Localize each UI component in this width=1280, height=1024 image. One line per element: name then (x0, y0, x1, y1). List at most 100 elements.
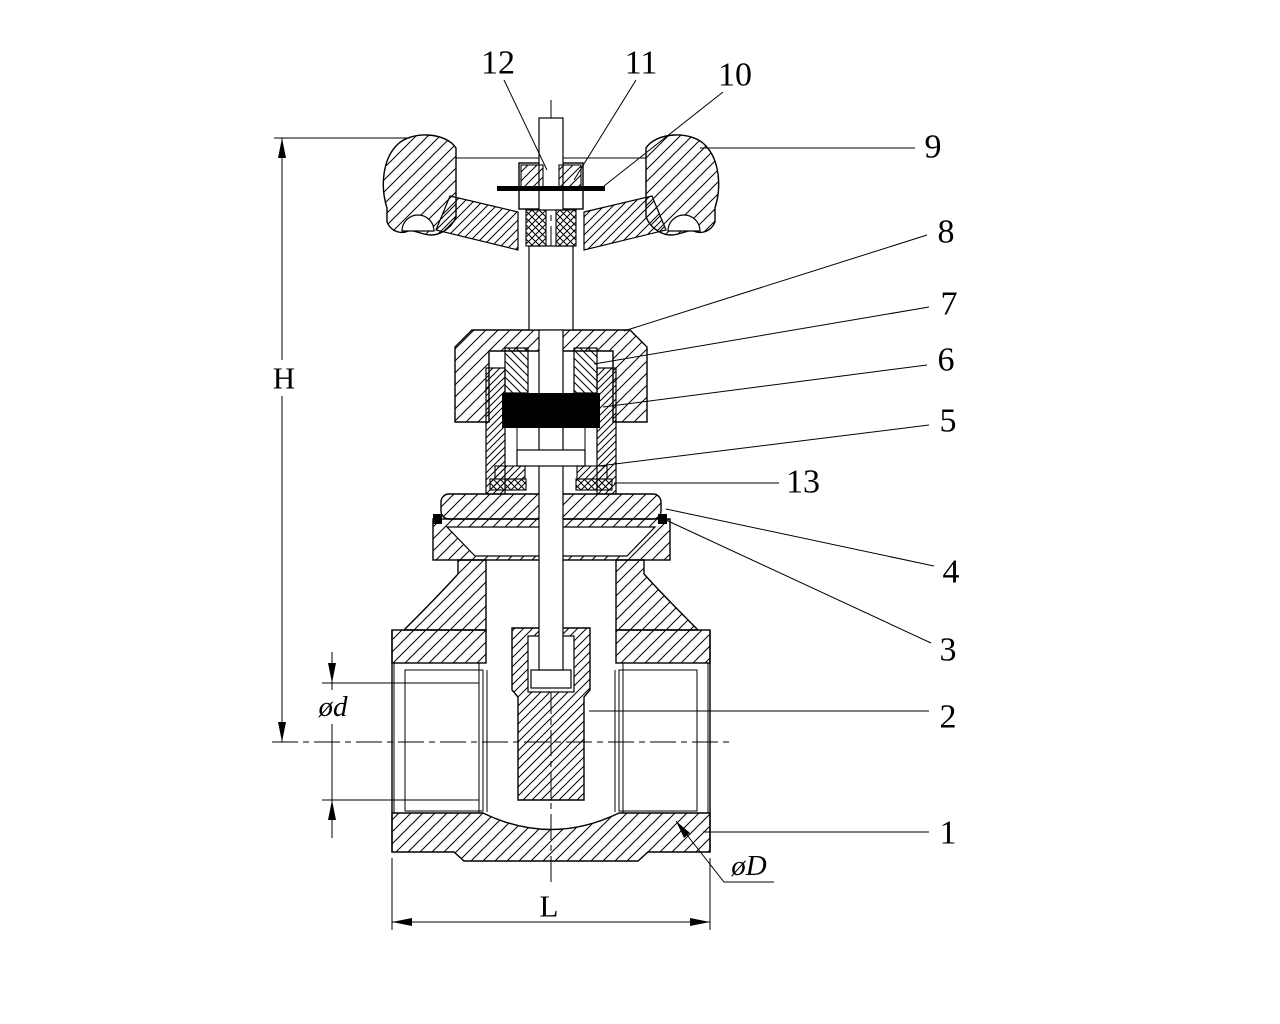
valve-body (391, 559, 711, 862)
body-end-faces (391, 630, 711, 852)
callout-1-label: 1 (940, 815, 957, 852)
right-port-inner (618, 669, 698, 812)
callout-6: 6 (602, 342, 955, 408)
handwheel-right-grip-notch (667, 214, 701, 232)
callout-9: 9 (700, 129, 942, 166)
callout-7-leader (593, 306, 930, 365)
stem-upper (538, 117, 564, 211)
callout-11-leader (573, 79, 637, 181)
body-neck-right (615, 559, 700, 631)
handwheel-left-grip-notch (401, 214, 435, 232)
callout-2: 2 (589, 699, 957, 736)
dimension-bore-d: ød (312, 652, 479, 838)
callout-4-label: 4 (943, 554, 960, 591)
callout-13-label: 13 (786, 464, 820, 501)
gland-right (573, 347, 598, 394)
wheel-nut-left (525, 209, 547, 247)
packing (502, 393, 600, 428)
dimension-outer-D: øD (675, 820, 774, 883)
dim-L-arrow-left (392, 918, 412, 926)
left-port-outer (393, 662, 480, 814)
callout-6-label: 6 (938, 342, 955, 379)
stem-lower (538, 329, 564, 671)
callout-7-label: 7 (941, 286, 958, 323)
callout-3-label: 3 (940, 632, 957, 669)
dimension-length-L: L (391, 858, 711, 930)
dim-D-leader (675, 820, 774, 883)
handwheel-right-spoke (583, 195, 667, 251)
left-port-inner (404, 669, 484, 812)
callout-7: 7 (593, 286, 958, 365)
dim-L-label: L (540, 889, 559, 924)
body-left-shoulder (391, 629, 487, 664)
callout-10-label: 10 (718, 57, 752, 94)
seat-lines (486, 670, 616, 812)
callout-4: 4 (665, 508, 960, 591)
gland-left (504, 347, 529, 394)
callout-12-leader (503, 79, 548, 171)
callout-8-leader (623, 234, 928, 332)
dim-L-extensions (391, 858, 711, 930)
handwheel-left-rim (382, 134, 457, 236)
bonnet-flange-lip-left (494, 465, 526, 480)
callout-11: 11 (573, 45, 658, 181)
callout-5-leader (598, 424, 930, 467)
callout-11-label: 11 (625, 45, 658, 82)
seal-ring-left (433, 514, 442, 524)
wheel-nut-right (555, 209, 577, 247)
handwheel (382, 134, 720, 251)
dim-D-arrow (676, 821, 690, 838)
stem-nut-left (520, 164, 544, 188)
dim-d-extensions (322, 682, 479, 801)
callout-9-label: 9 (925, 129, 942, 166)
dim-D-label: øD (730, 850, 767, 882)
stem-collar (516, 449, 586, 467)
dim-H-arrow-bottom (278, 722, 286, 742)
gasket-right (575, 478, 613, 491)
callout-8: 8 (623, 214, 955, 332)
callout-12: 12 (481, 45, 548, 171)
callout-10: 10 (603, 57, 752, 187)
stem-head (530, 669, 572, 689)
callout-4-leader (665, 508, 935, 567)
gasket-left (489, 478, 527, 491)
sealing-assembly (489, 347, 613, 491)
callout-5: 5 (598, 403, 957, 467)
stem-shank (528, 245, 574, 331)
callout-5-label: 5 (940, 403, 957, 440)
right-port-threads (618, 662, 709, 814)
callout-1: 1 (703, 815, 957, 852)
name-plate-washer (497, 186, 605, 191)
seal-ring-right (658, 514, 667, 524)
dim-H-arrow-top (278, 138, 286, 158)
body-right-shoulder (615, 629, 711, 664)
callout-10-leader (603, 91, 724, 187)
dim-d-arrow-bottom (328, 800, 336, 820)
dimension-H: H (268, 137, 410, 742)
callout-8-label: 8 (938, 214, 955, 251)
callout-3-leader (667, 520, 932, 644)
callout-13: 13 (614, 464, 820, 501)
handwheel-left-spoke (435, 195, 519, 251)
callout-2-label: 2 (940, 699, 957, 736)
right-port-outer (622, 662, 709, 814)
left-port-threads (393, 662, 484, 814)
callout-3: 3 (667, 520, 957, 669)
body-bottom (391, 812, 711, 862)
handwheel-right-rim (645, 134, 720, 236)
dim-H-label: H (273, 361, 295, 396)
stuffing-bore-lines (516, 428, 586, 450)
dim-d-label-bg (312, 690, 354, 724)
body-neck-left (402, 559, 487, 631)
dim-d-arrow-top (328, 663, 336, 683)
stem (528, 117, 574, 671)
callout-12-label: 12 (481, 45, 515, 82)
bonnet-flange-lip-right (576, 465, 608, 480)
dim-L-arrow-right (690, 918, 710, 926)
dim-H-label-bg (268, 360, 298, 396)
callout-6-leader (602, 364, 928, 408)
dim-d-label: ød (318, 691, 349, 723)
stem-nut-right (558, 164, 582, 188)
